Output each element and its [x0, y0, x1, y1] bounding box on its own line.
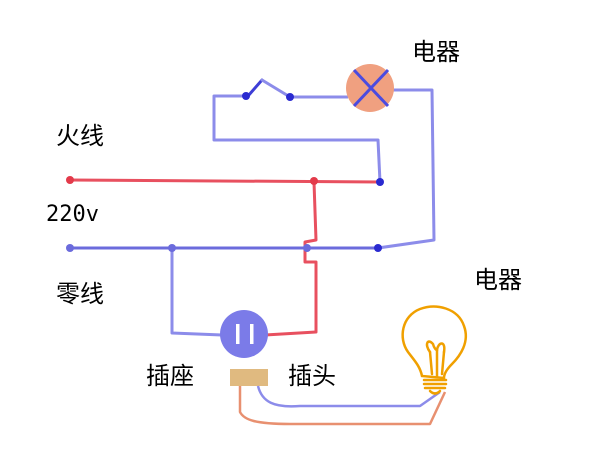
switch-icon — [242, 78, 294, 101]
live-wire — [68, 178, 382, 184]
socket-label: 插座 — [146, 362, 194, 390]
live-wire-label: 火线 — [56, 122, 104, 150]
appliance-top-label: 电器 — [412, 38, 460, 66]
lamp-neutral-junction — [374, 244, 382, 252]
plug-label: 插头 — [288, 362, 336, 390]
neutral-wire-label: 零线 — [56, 280, 104, 308]
live-wire-endpoint — [66, 176, 74, 184]
live-junction — [310, 177, 318, 185]
live-branch-wire — [264, 181, 318, 337]
neutral-wire-endpoint — [66, 244, 74, 252]
plug-cable-live — [238, 386, 447, 426]
lamp-return-wire — [377, 88, 436, 250]
switch-return-wire — [212, 94, 382, 183]
plug-icon — [230, 369, 268, 386]
voltage-label: 220v — [46, 202, 99, 227]
neutral-junction-2 — [303, 244, 311, 252]
switch-junction — [376, 178, 384, 186]
lamp-x-icon — [346, 64, 394, 112]
appliance-bulb-label: 电器 — [474, 266, 522, 294]
neutral-branch-wire — [170, 248, 223, 337]
light-bulb-icon — [401, 305, 468, 395]
plug-cable-neutral — [256, 385, 441, 408]
neutral-junction — [168, 244, 176, 252]
socket-icon — [220, 310, 268, 358]
